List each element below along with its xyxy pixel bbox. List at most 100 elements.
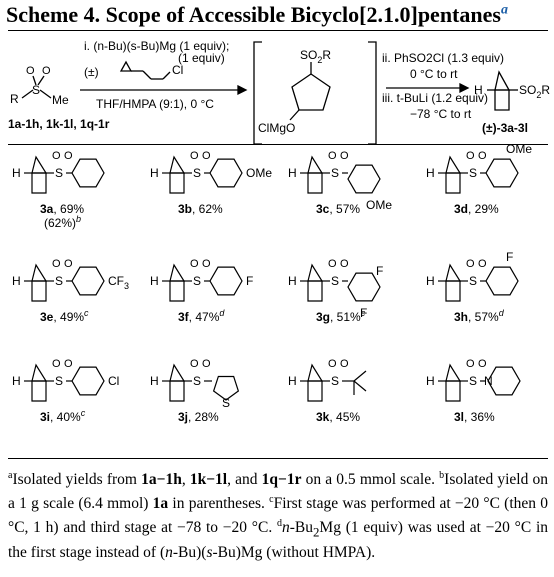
benzene-ring (71, 366, 105, 396)
cyclobutane-ring (169, 172, 185, 194)
cyclobutane-ring (31, 280, 47, 302)
meta-substituent-3g: F (376, 264, 383, 278)
step1-cl: Cl (172, 63, 183, 77)
compound-id-3j: 3j (178, 410, 188, 424)
footnote-a-mark: a (8, 470, 13, 481)
o-atom-2-3l: O (478, 358, 487, 370)
step2-reagent: ii. PhSO2Cl (1.3 equiv) (382, 51, 504, 65)
yield-3k: , 45% (329, 410, 360, 424)
caption-3g: 3g, 51%c (316, 308, 366, 324)
cyclopropane-ring (445, 263, 462, 282)
yield-3i: , 40% (50, 410, 81, 424)
yield-3f: , 47% (189, 310, 220, 324)
inter-so-label: SO (300, 48, 317, 62)
step1-reagent: i. (n-Bu)(s-Bu)Mg (1 equiv); (84, 39, 229, 53)
o-atom-1-3i: O (52, 358, 61, 370)
benzene-ring (71, 266, 105, 296)
h-atom-3b: H (150, 166, 159, 180)
yield-3h: , 57% (468, 310, 499, 324)
compound-id-3f: 3f (178, 310, 190, 324)
yield-3c: , 57% (329, 202, 360, 216)
caption-3e: 3e, 49%c (40, 308, 89, 324)
o-atom-1-3b: O (190, 150, 199, 162)
compound-3k (300, 363, 367, 402)
footnote-d-text4: -Bu)Mg (without HMPA). (212, 543, 376, 561)
caption-3d: 3d, 29% (454, 202, 499, 216)
benzene-ring (485, 158, 519, 188)
o-atom-2-3i: O (64, 358, 73, 370)
h-atom-3j: H (150, 374, 159, 388)
o-atom-2-3g: O (340, 258, 349, 270)
yield-3g: , 51% (330, 310, 361, 324)
compound-3g (300, 263, 381, 302)
footnote-a-text2: on a 0.5 mmol scale. (301, 471, 435, 489)
product-so-sub: 2 (536, 90, 541, 100)
ortho-substituent-3d: OMe (506, 145, 532, 156)
compound-3b (162, 155, 243, 194)
compound-id-3c: 3c (316, 202, 330, 216)
yield-note-3f: d (219, 308, 225, 318)
compound-id-3b: 3b (178, 202, 192, 216)
compound-3j (162, 363, 240, 402)
footnote-d-text1: -Bu (289, 519, 313, 537)
footnote-a-comma1: , (181, 471, 190, 489)
inter-clmgo-label: ClMgO (258, 121, 295, 135)
svg-text:SO2R: SO2R (519, 83, 550, 100)
o-atom-2-3d: O (478, 150, 487, 162)
footnote-a-b-c-d: aIsolated yields from 1a−1h, 1k−1l, and … (8, 466, 548, 563)
reaction-scheme: R S O O Me 1a-1h, 1k-1l, 1q-1r i. (n-Bu)… (8, 39, 550, 144)
footnotes: aIsolated yields from 1a−1h, 1k−1l, and … (8, 466, 548, 563)
thiophene-ring (212, 375, 240, 401)
benzene-ring (347, 272, 381, 302)
h-atom-3e: H (12, 274, 21, 288)
h-atom-3c: H (288, 166, 297, 180)
s-atom-3h: S (469, 274, 477, 288)
footnote-a-bold2: 1k−1l (189, 471, 228, 489)
o-atom-1-3d: O (466, 150, 475, 162)
footnote-d-mark: d (276, 518, 282, 530)
compound-3c (300, 155, 381, 194)
o-atom-2-3f: O (202, 258, 211, 270)
caption-3b: 3b, 62% (178, 202, 223, 216)
s-atom-3e: S (55, 274, 63, 288)
step3-conditions: −78 °C to rt (410, 107, 472, 121)
compound-id-3a: 3a (40, 202, 54, 216)
product-so-label: SO (519, 83, 536, 97)
compound-3a (24, 155, 105, 194)
footnote-b-mark: b (439, 470, 445, 481)
footnote-b-bold: 1a (152, 495, 169, 513)
cyclobutane-ring (445, 280, 461, 302)
h-atom-3a: H (12, 166, 21, 180)
compound-3e (24, 263, 105, 302)
h-atom-3k: H (288, 374, 297, 388)
footnote-a-bold1: 1a−1h (141, 471, 182, 489)
para-substituent-3e: CF3 (108, 274, 129, 291)
o-atom-1-3k: O (328, 358, 337, 370)
start-o2-label: O (42, 65, 51, 77)
compound-id-3k: 3k (316, 410, 330, 424)
cyclopropane-ring (445, 363, 462, 382)
footnote-a-text1: Isolated yields from (12, 471, 142, 489)
start-s-label: S (32, 83, 40, 97)
o-atom-1-3l: O (466, 358, 475, 370)
footnote-d-italic2: n (165, 543, 173, 561)
step1-racemic: (±) (84, 65, 99, 79)
compound-3h (438, 263, 519, 302)
compound-id-3e: 3e (40, 310, 54, 324)
step3-reagent: iii. t-BuLi (1.2 equiv) (382, 91, 488, 105)
cyclobutane-ring (307, 280, 323, 302)
cyclopropane-ring (307, 155, 324, 174)
caption-3f: 3f, 47%d (178, 308, 225, 324)
footnote-c-mark: c (269, 494, 274, 506)
para-substituent-3i: Cl (108, 374, 119, 388)
yield-3a: , 69% (53, 202, 84, 216)
cyclopropane-ring (307, 363, 324, 382)
cyclopropane-ring (169, 155, 186, 174)
s-atom-3k: S (331, 374, 339, 388)
caption-3i: 3i, 40%c (40, 408, 86, 424)
s-atom-3d: S (469, 166, 477, 180)
cyclobutane-ring (169, 280, 185, 302)
yield-3d: , 29% (468, 202, 499, 216)
cyclopropane-ring (307, 263, 324, 282)
caption-3k: 3k, 45% (316, 410, 360, 424)
